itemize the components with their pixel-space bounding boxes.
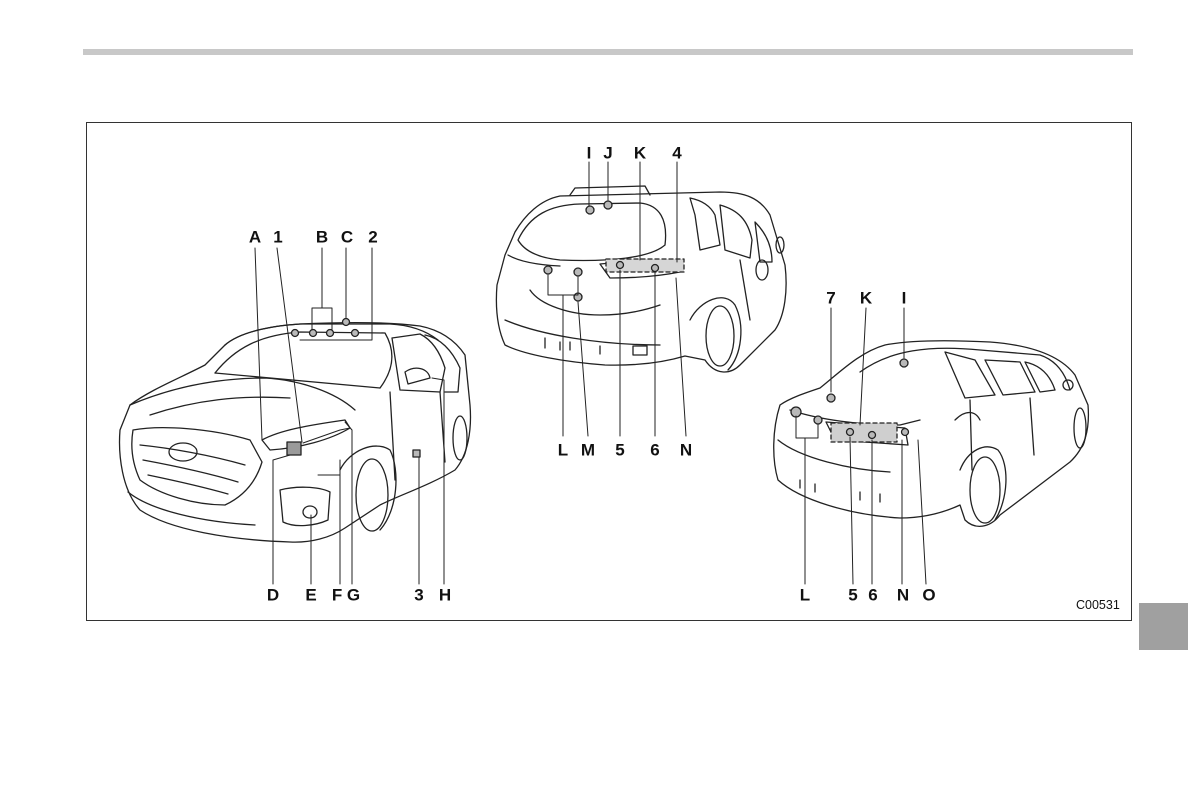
label-h: H [439, 587, 451, 604]
sedan-rear-illustration [774, 308, 1089, 584]
sedan-front-illustration [120, 248, 471, 584]
label-e: E [305, 587, 316, 604]
label-7: 7 [826, 290, 835, 307]
page-section-tab [1139, 603, 1188, 650]
label-4: 4 [672, 145, 681, 162]
label-a: A [249, 229, 261, 246]
label-o: O [922, 587, 935, 604]
label-6: 6 [650, 442, 659, 459]
label-i: I [587, 145, 592, 162]
label-l: L [558, 442, 568, 459]
label-6-rear: 6 [868, 587, 877, 604]
label-b: B [316, 229, 328, 246]
label-i-rear: I [902, 290, 907, 307]
figure-code: C00531 [1076, 598, 1120, 612]
label-m: M [581, 442, 595, 459]
label-c: C [341, 229, 353, 246]
label-1: 1 [273, 229, 282, 246]
label-2: 2 [368, 229, 377, 246]
label-k: K [634, 145, 646, 162]
wagon-rear-illustration [496, 162, 786, 436]
label-j: J [603, 145, 612, 162]
label-n: N [680, 442, 692, 459]
label-5-rear: 5 [848, 587, 857, 604]
label-n-rear: N [897, 587, 909, 604]
label-d: D [267, 587, 279, 604]
label-fg: F G [332, 587, 360, 604]
label-3: 3 [414, 587, 423, 604]
label-5: 5 [615, 442, 624, 459]
label-l-rear: L [800, 587, 810, 604]
label-k-rear: K [860, 290, 872, 307]
